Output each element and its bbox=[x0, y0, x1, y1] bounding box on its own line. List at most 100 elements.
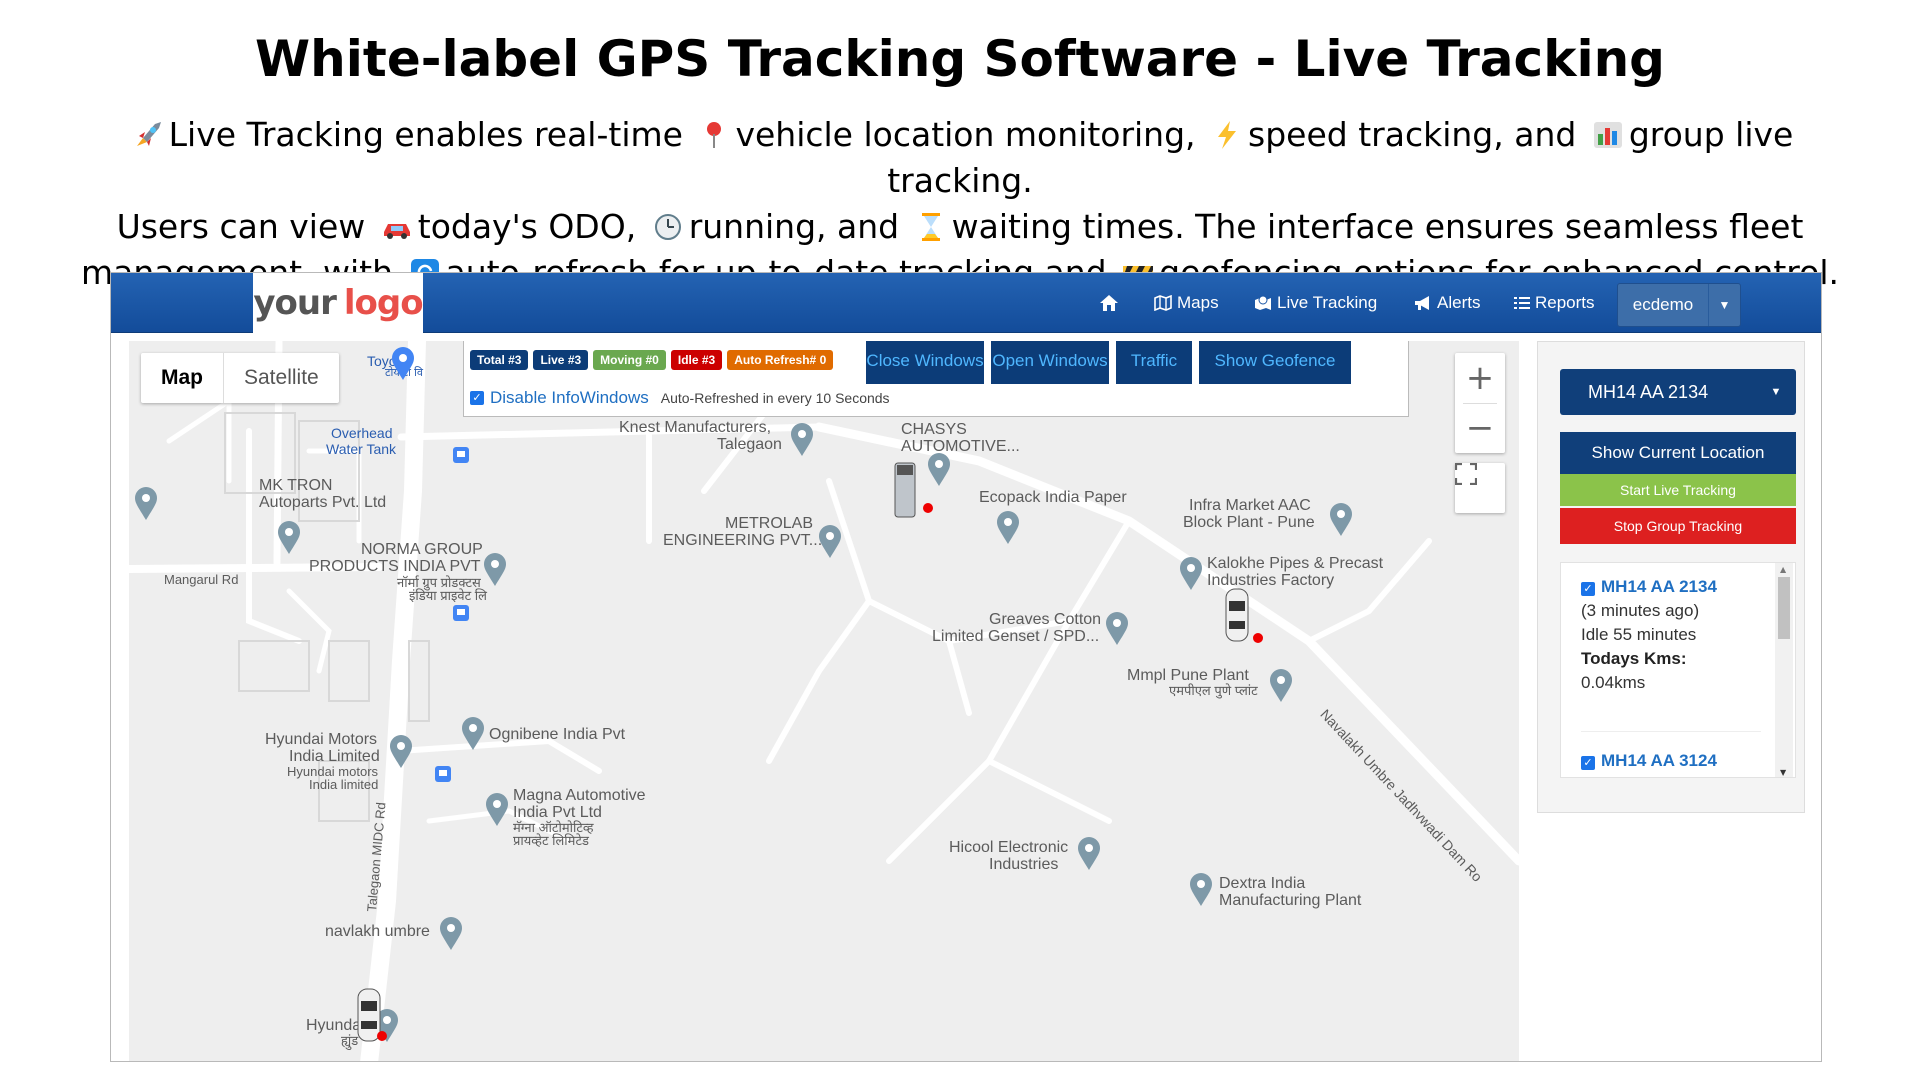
place-label: Water Tank bbox=[326, 441, 397, 457]
place-label: एमपीएल पुणे प्लांट bbox=[1169, 683, 1258, 698]
disable-infowindows-label[interactable]: Disable InfoWindows bbox=[490, 388, 649, 407]
nav-live-tracking[interactable]: Live Tracking bbox=[1254, 273, 1377, 333]
bar-chart-emoji-icon bbox=[1593, 122, 1622, 148]
nav-alerts[interactable]: Alerts bbox=[1414, 273, 1480, 333]
place-label: India Pvt Ltd bbox=[513, 804, 602, 821]
vehicle-status: Idle 55 minutes bbox=[1581, 625, 1697, 644]
scroll-down-icon[interactable]: ▼ bbox=[1780, 768, 1787, 777]
bus-stop-icon bbox=[453, 605, 469, 621]
place-pin-icon[interactable] bbox=[461, 717, 485, 751]
vehicle-name[interactable]: MH14 AA 2134 bbox=[1601, 577, 1717, 596]
description-text: speed tracking, and bbox=[1248, 115, 1577, 154]
description-text: Live Tracking enables real-time bbox=[168, 115, 683, 154]
place-pin-icon[interactable] bbox=[391, 347, 415, 381]
badge-total[interactable]: Total #3 bbox=[470, 350, 529, 370]
show-current-location-button[interactable]: Show Current Location bbox=[1560, 432, 1796, 474]
vehicle-list-item[interactable]: ✓ MH14 AA 3124 bbox=[1581, 749, 1717, 773]
car-vehicle-marker-icon[interactable] bbox=[355, 987, 383, 1043]
place-pin-icon[interactable] bbox=[1269, 669, 1293, 703]
map-type-map-button[interactable]: Map bbox=[161, 366, 203, 389]
vehicle-list-scrollbar[interactable]: ▲ ▼ bbox=[1775, 563, 1793, 777]
nav-reports[interactable]: Reports bbox=[1514, 273, 1595, 333]
start-live-tracking-button[interactable]: Start Live Tracking bbox=[1560, 474, 1796, 506]
stop-group-tracking-button[interactable]: Stop Group Tracking bbox=[1560, 508, 1796, 544]
user-menu-dropdown[interactable]: ecdemo▼ bbox=[1617, 283, 1741, 327]
nav-home[interactable] bbox=[1099, 273, 1119, 333]
zoom-control: + − bbox=[1455, 353, 1505, 453]
close-windows-button[interactable]: Close Windows bbox=[866, 341, 984, 384]
place-pin-icon[interactable] bbox=[483, 553, 507, 587]
place-label: प्रायव्हेट लिमिटेड bbox=[513, 833, 589, 848]
place-label: MK TRON bbox=[259, 477, 333, 494]
lightning-emoji-icon bbox=[1218, 121, 1237, 149]
show-geofence-button[interactable]: Show Geofence bbox=[1199, 341, 1351, 384]
truck-vehicle-marker-icon[interactable] bbox=[891, 461, 921, 525]
badge-auto-refresh[interactable]: Auto Refresh# 0 bbox=[727, 350, 834, 370]
open-windows-button[interactable]: Open Windows bbox=[991, 341, 1109, 384]
car-vehicle-marker-icon[interactable] bbox=[1223, 587, 1251, 643]
place-label: NORMA GROUP bbox=[361, 541, 483, 558]
place-label: CHASYS bbox=[901, 421, 967, 438]
place-pin-icon[interactable] bbox=[389, 735, 413, 769]
fullscreen-button[interactable] bbox=[1455, 463, 1505, 513]
map-control-bar: Total #3 Live #3 Moving #0 Idle #3 Auto … bbox=[463, 341, 1409, 417]
map-view[interactable]: Map Satellite Toyot टोयोटा वि Overhead W… bbox=[129, 341, 1519, 1061]
todays-kms-value: 0.04kms bbox=[1581, 673, 1646, 692]
place-pin-icon[interactable] bbox=[134, 487, 158, 521]
vehicle-checkbox[interactable]: ✓ bbox=[1581, 756, 1595, 770]
badge-idle[interactable]: Idle #3 bbox=[670, 350, 723, 370]
place-label: Ecopack India Paper bbox=[979, 489, 1127, 506]
vehicle-list: ✓MH14 AA 2134 (3 minutes ago) Idle 55 mi… bbox=[1560, 562, 1796, 778]
place-pin-icon[interactable] bbox=[439, 917, 463, 951]
place-pin-icon[interactable] bbox=[996, 511, 1020, 545]
place-label: मॅग्ना ऑटोमोटिव्ह bbox=[513, 820, 594, 835]
scroll-up-icon[interactable]: ▲ bbox=[1780, 565, 1787, 574]
place-label: Hyundai motors bbox=[287, 764, 379, 779]
place-label: Hyundai Motors bbox=[265, 731, 378, 748]
description-text: running, and bbox=[688, 207, 900, 246]
place-pin-icon[interactable] bbox=[277, 521, 301, 555]
username: ecdemo bbox=[1632, 295, 1694, 314]
zoom-in-button[interactable]: + bbox=[1465, 357, 1495, 398]
place-pin-icon[interactable] bbox=[375, 1009, 399, 1043]
zoom-out-button[interactable]: − bbox=[1465, 408, 1495, 449]
place-label: navlakh umbre bbox=[325, 923, 430, 940]
pin-emoji-icon bbox=[707, 122, 722, 148]
fullscreen-icon bbox=[1455, 463, 1477, 485]
bus-stop-icon bbox=[453, 447, 469, 463]
vehicle-name[interactable]: MH14 AA 3124 bbox=[1601, 751, 1717, 770]
disable-infowindows-checkbox[interactable]: ✓ bbox=[470, 391, 484, 405]
place-pin-icon[interactable] bbox=[1077, 837, 1101, 871]
vehicle-list-item[interactable]: ✓MH14 AA 2134 (3 minutes ago) Idle 55 mi… bbox=[1581, 575, 1717, 695]
place-pin-icon[interactable] bbox=[927, 453, 951, 487]
place-label: Magna Automotive bbox=[513, 787, 646, 804]
place-label: METROLAB bbox=[725, 515, 814, 532]
place-pin-icon[interactable] bbox=[1179, 557, 1203, 591]
place-pin-icon[interactable] bbox=[1329, 503, 1353, 537]
scrollbar-thumb[interactable] bbox=[1778, 577, 1790, 639]
place-pin-icon[interactable] bbox=[1189, 873, 1213, 907]
description-text: waiting times. The interface ensures sea… bbox=[951, 207, 1804, 246]
place-label: नॉर्मा ग्रुप प्रोडक्टस bbox=[397, 575, 481, 590]
rocket-emoji-icon bbox=[136, 122, 161, 146]
place-pin-icon[interactable] bbox=[485, 793, 509, 827]
place-label: Block Plant - Pune bbox=[1183, 514, 1315, 531]
badge-live[interactable]: Live #3 bbox=[533, 350, 589, 370]
vehicle-status-dot bbox=[1253, 633, 1263, 643]
place-pin-icon[interactable] bbox=[818, 525, 842, 559]
description-text: group live tracking. bbox=[887, 115, 1794, 200]
vehicle-select[interactable]: MH14 AA 2134▼ bbox=[1560, 369, 1796, 415]
description-text: today's ODO, bbox=[417, 207, 637, 246]
place-label: PRODUCTS INDIA PVT bbox=[309, 558, 481, 575]
place-label: Industries Factory bbox=[1207, 572, 1335, 589]
traffic-button[interactable]: Traffic bbox=[1116, 341, 1192, 384]
map-type-satellite-button[interactable]: Satellite bbox=[223, 353, 339, 403]
badge-moving[interactable]: Moving #0 bbox=[593, 350, 666, 370]
nav-maps[interactable]: Maps bbox=[1154, 273, 1219, 333]
place-pin-icon[interactable] bbox=[1105, 612, 1129, 646]
place-pin-icon[interactable] bbox=[790, 423, 814, 457]
vehicle-checkbox[interactable]: ✓ bbox=[1581, 582, 1595, 596]
